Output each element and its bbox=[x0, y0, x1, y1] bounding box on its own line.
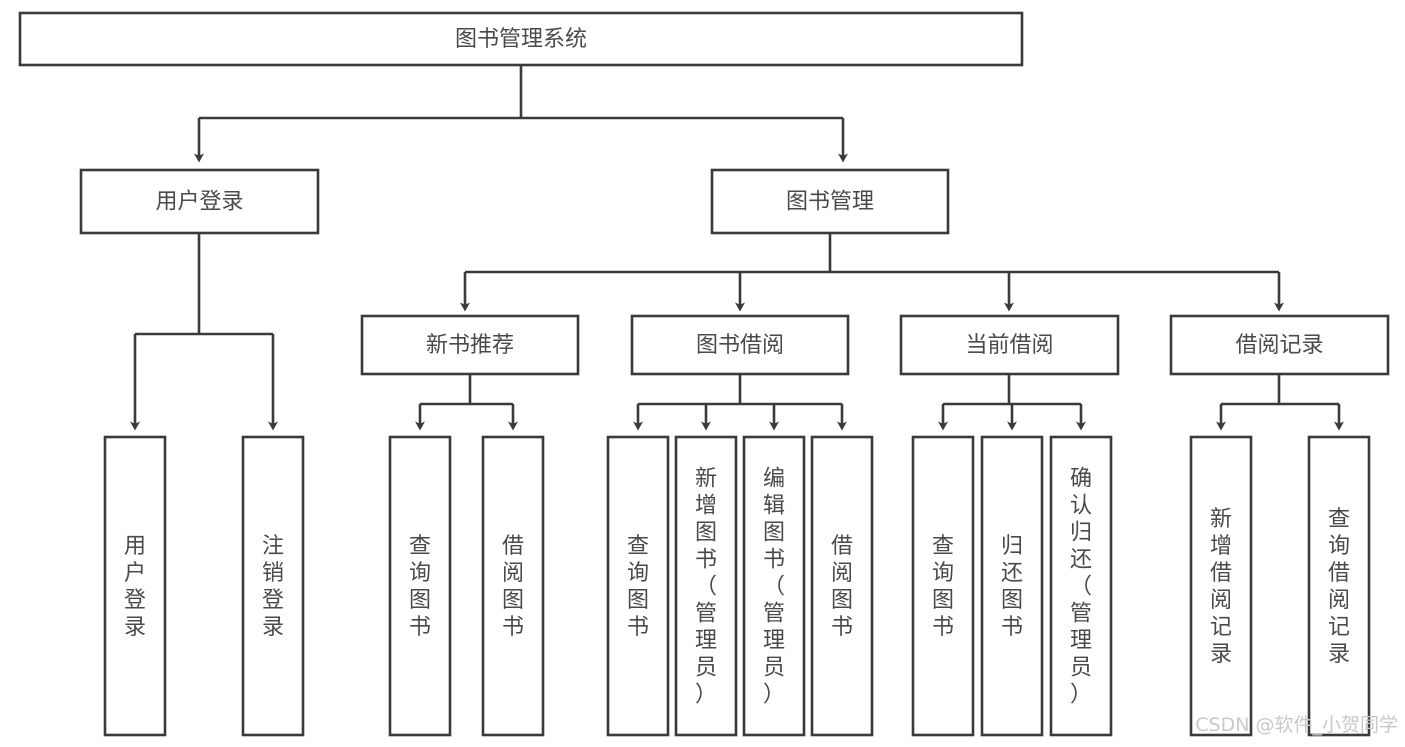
node-leaf-query-book-borrow[interactable]: 查询图书 bbox=[606, 435, 670, 737]
node-leaf-query-book-rec[interactable]: 查询图书 bbox=[388, 435, 452, 737]
node-label-leaf-borrow-book: 借阅图书 bbox=[831, 534, 853, 640]
connector-new-book-recommend-to-leaves bbox=[415, 374, 518, 431]
node-label-leaf-user-login: 用户登录 bbox=[124, 534, 146, 640]
node-root[interactable]: 图书管理系统 bbox=[18, 11, 1024, 67]
node-book-manage[interactable]: 图书管理 bbox=[710, 168, 950, 235]
connector-current-borrow-to-leaves bbox=[938, 374, 1086, 431]
node-box-leaf-query-book-cur[interactable] bbox=[911, 435, 975, 737]
node-box-leaf-add-borrow-record[interactable] bbox=[1189, 435, 1253, 737]
node-box-leaf-borrow-book-rec[interactable] bbox=[481, 435, 545, 737]
node-box-leaf-confirm-return[interactable] bbox=[1049, 435, 1113, 737]
node-box-leaf-user-logout[interactable] bbox=[241, 435, 305, 737]
node-box-leaf-return-book[interactable] bbox=[980, 435, 1044, 737]
node-label-new-book-recommend: 新书推荐 bbox=[426, 333, 514, 358]
node-label-current-borrow: 当前借阅 bbox=[965, 333, 1053, 358]
node-box-leaf-add-book[interactable] bbox=[674, 435, 738, 737]
connector-layer bbox=[130, 65, 1344, 431]
node-leaf-add-book[interactable]: 新增图书（管理员） bbox=[674, 435, 738, 737]
node-label-borrow-record: 借阅记录 bbox=[1235, 333, 1323, 358]
node-label-leaf-return-book: 归还图书 bbox=[1001, 534, 1023, 640]
node-label-leaf-query-book-cur: 查询图书 bbox=[932, 534, 954, 640]
node-label-leaf-edit-book: 编辑图书（管理员） bbox=[763, 467, 785, 708]
node-leaf-query-borrow-record[interactable]: 查询借阅记录 bbox=[1307, 435, 1371, 737]
node-box-leaf-query-book-borrow[interactable] bbox=[606, 435, 670, 737]
connector-user-login-to-leaves bbox=[130, 233, 278, 431]
node-leaf-query-book-cur[interactable]: 查询图书 bbox=[911, 435, 975, 737]
node-leaf-borrow-book[interactable]: 借阅图书 bbox=[810, 435, 874, 737]
connector-root-to-level2 bbox=[194, 65, 848, 163]
node-user-login[interactable]: 用户登录 bbox=[79, 168, 320, 235]
node-box-book-borrow[interactable] bbox=[630, 314, 850, 376]
connector-borrow-record-to-leaves bbox=[1216, 374, 1344, 431]
node-book-borrow[interactable]: 图书借阅 bbox=[630, 314, 850, 376]
node-label-user-login: 用户登录 bbox=[155, 190, 243, 215]
node-label-book-manage: 图书管理 bbox=[786, 190, 874, 215]
node-leaf-confirm-return[interactable]: 确认归还（管理员） bbox=[1049, 435, 1113, 737]
node-box-new-book-recommend[interactable] bbox=[360, 314, 580, 376]
node-layer: 图书管理系统用户登录图书管理新书推荐图书借阅当前借阅借阅记录用户登录注销登录查询… bbox=[18, 11, 1390, 737]
node-box-leaf-query-borrow-record[interactable] bbox=[1307, 435, 1371, 737]
node-box-leaf-query-book-rec[interactable] bbox=[388, 435, 452, 737]
node-box-root[interactable] bbox=[18, 11, 1024, 67]
node-leaf-user-logout[interactable]: 注销登录 bbox=[241, 435, 305, 737]
node-current-borrow[interactable]: 当前借阅 bbox=[899, 314, 1120, 376]
node-box-leaf-borrow-book[interactable] bbox=[810, 435, 874, 737]
node-box-current-borrow[interactable] bbox=[899, 314, 1120, 376]
node-borrow-record[interactable]: 借阅记录 bbox=[1169, 314, 1390, 376]
node-label-leaf-add-borrow-record: 新增借阅记录 bbox=[1210, 507, 1232, 667]
node-label-leaf-borrow-book-rec: 借阅图书 bbox=[502, 534, 524, 640]
node-label-leaf-user-logout: 注销登录 bbox=[262, 534, 284, 640]
node-label-leaf-add-book: 新增图书（管理员） bbox=[695, 467, 717, 708]
node-label-leaf-confirm-return: 确认归还（管理员） bbox=[1070, 467, 1092, 708]
node-leaf-user-login[interactable]: 用户登录 bbox=[103, 435, 167, 737]
node-leaf-return-book[interactable]: 归还图书 bbox=[980, 435, 1044, 737]
node-box-leaf-user-login[interactable] bbox=[103, 435, 167, 737]
node-label-leaf-query-book-rec: 查询图书 bbox=[409, 534, 431, 640]
node-box-leaf-edit-book[interactable] bbox=[742, 435, 806, 737]
node-leaf-edit-book[interactable]: 编辑图书（管理员） bbox=[742, 435, 806, 737]
node-label-leaf-query-borrow-record: 查询借阅记录 bbox=[1328, 507, 1350, 667]
node-leaf-add-borrow-record[interactable]: 新增借阅记录 bbox=[1189, 435, 1253, 737]
connector-book-manage-to-level3 bbox=[460, 233, 1284, 312]
node-label-leaf-query-book-borrow: 查询图书 bbox=[627, 534, 649, 640]
node-box-user-login[interactable] bbox=[79, 168, 320, 235]
node-label-book-borrow: 图书借阅 bbox=[696, 333, 784, 358]
node-leaf-borrow-book-rec[interactable]: 借阅图书 bbox=[481, 435, 545, 737]
node-box-book-manage[interactable] bbox=[710, 168, 950, 235]
node-label-root: 图书管理系统 bbox=[455, 27, 587, 52]
connector-book-borrow-to-leaves bbox=[633, 374, 847, 431]
node-new-book-recommend[interactable]: 新书推荐 bbox=[360, 314, 580, 376]
node-box-borrow-record[interactable] bbox=[1169, 314, 1390, 376]
csdn-watermark: CSDN @软件_小贺同学 bbox=[1195, 714, 1398, 736]
